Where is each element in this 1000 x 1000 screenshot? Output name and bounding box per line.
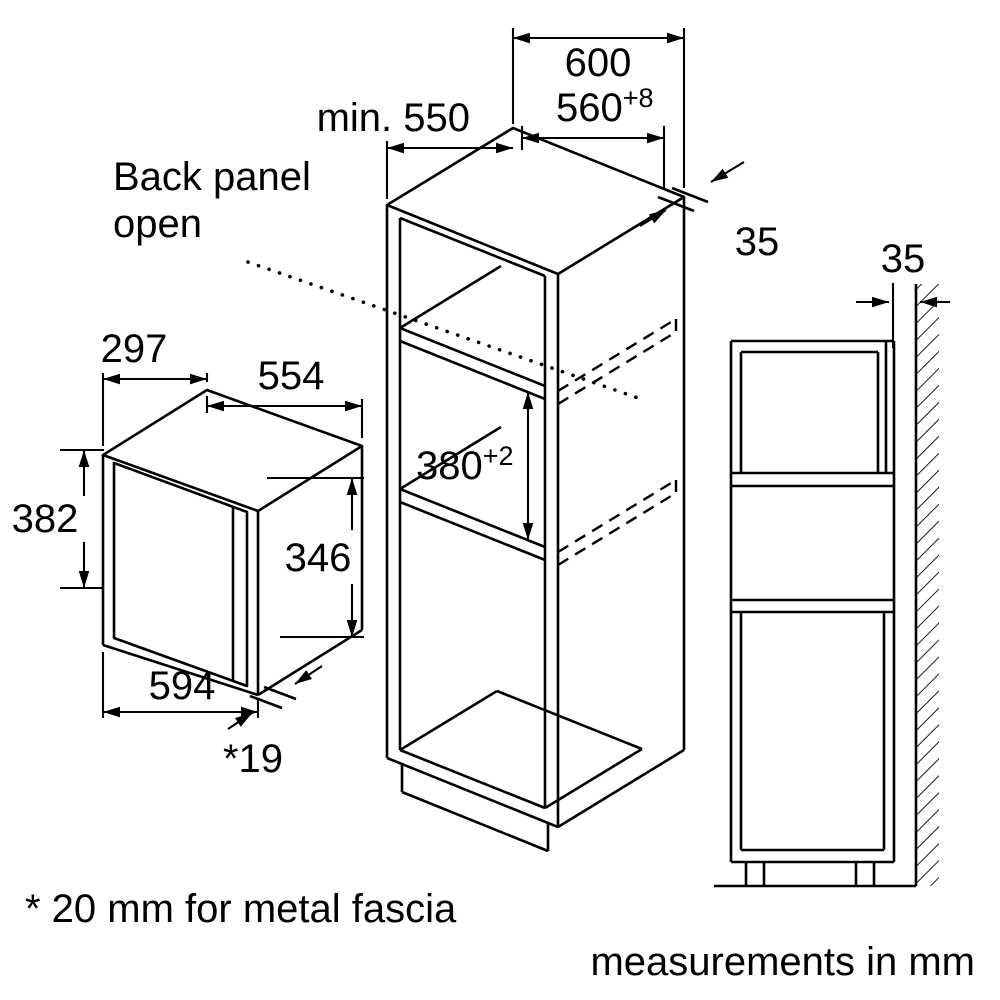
cabinet-shelves xyxy=(399,326,546,562)
arrow-line xyxy=(639,209,667,227)
cabinet-interior-edges xyxy=(399,264,643,810)
tick-mark xyxy=(657,195,695,213)
appliance-door xyxy=(112,461,249,688)
niche-width-tolerance: +8 xyxy=(623,83,654,113)
wall-hatching xyxy=(916,284,939,886)
fascia-note: * 20 mm for metal fascia xyxy=(25,887,457,931)
back-panel-leader-dots xyxy=(246,260,640,400)
side-view-niche xyxy=(739,341,888,473)
wall-gap-label: 35 xyxy=(881,237,926,281)
wall-section xyxy=(914,284,939,886)
dim-back-panel-gap: 35 xyxy=(639,161,780,264)
cabinet-outline xyxy=(385,197,686,829)
units-note: measurements in mm xyxy=(590,940,975,984)
arrow-line xyxy=(227,712,253,730)
niche-height-label: 380+2 xyxy=(416,441,514,488)
side-view-outline xyxy=(729,339,896,864)
cabinet-inner-frame xyxy=(398,216,547,810)
dim-appliance-depth: 297 xyxy=(101,327,209,446)
side-view-drawing xyxy=(714,339,916,888)
cabinet-width-label: 600 xyxy=(565,41,632,85)
dim-niche-height: 380+2 xyxy=(416,392,534,540)
appliance-depth-label: 297 xyxy=(101,327,168,371)
cabinet-drawing xyxy=(385,126,686,853)
cabinet-depth-label: min. 550 xyxy=(317,96,470,140)
cabinet-plinth xyxy=(400,764,550,853)
tick-mark xyxy=(249,694,283,710)
niche-height-value: 380 xyxy=(416,444,483,488)
cabinet-hidden-shelf-edges xyxy=(557,317,678,567)
dim-cabinet-depth: min. 550 xyxy=(317,96,513,199)
dim-door-protrusion: *19 xyxy=(223,665,323,781)
dim-cabinet-width: 600 xyxy=(511,28,686,188)
appliance-drawing xyxy=(101,388,364,697)
dim-wall-gap: 35 xyxy=(856,237,950,348)
side-view-legs xyxy=(744,862,876,886)
tick-mark xyxy=(263,685,297,701)
note-back-panel: Back panel open xyxy=(113,155,640,400)
dim-appliance-width: 594 xyxy=(101,652,260,718)
footnotes: * 20 mm for metal fascia measurements in… xyxy=(25,887,975,984)
arrow-line xyxy=(710,161,745,183)
niche-height-tolerance: +2 xyxy=(483,441,514,471)
appliance-height-label: 382 xyxy=(12,497,79,541)
side-view-shelves xyxy=(731,471,894,614)
back-panel-note-line1: Back panel xyxy=(113,155,311,199)
side-view-lower-box xyxy=(739,612,886,852)
tick-mark xyxy=(671,186,709,204)
appliance-front-height-label: 346 xyxy=(285,536,352,580)
niche-width-label: 560+8 xyxy=(556,83,654,130)
dim-appliance-top-width: 554 xyxy=(205,354,364,438)
back-panel-note-line2: open xyxy=(113,202,202,246)
dim-niche-width: 560+8 xyxy=(520,83,666,190)
appliance-body xyxy=(101,446,364,697)
arrow-line xyxy=(294,665,323,685)
appliance-width-label: 594 xyxy=(149,664,216,708)
niche-width-value: 560 xyxy=(556,86,623,130)
door-protrusion-label: *19 xyxy=(223,737,283,781)
dim-appliance-height: 382 xyxy=(12,448,104,590)
dim-appliance-front-height: 346 xyxy=(267,476,364,639)
back-panel-gap-label: 35 xyxy=(735,220,780,264)
appliance-top-width-label: 554 xyxy=(258,354,325,398)
